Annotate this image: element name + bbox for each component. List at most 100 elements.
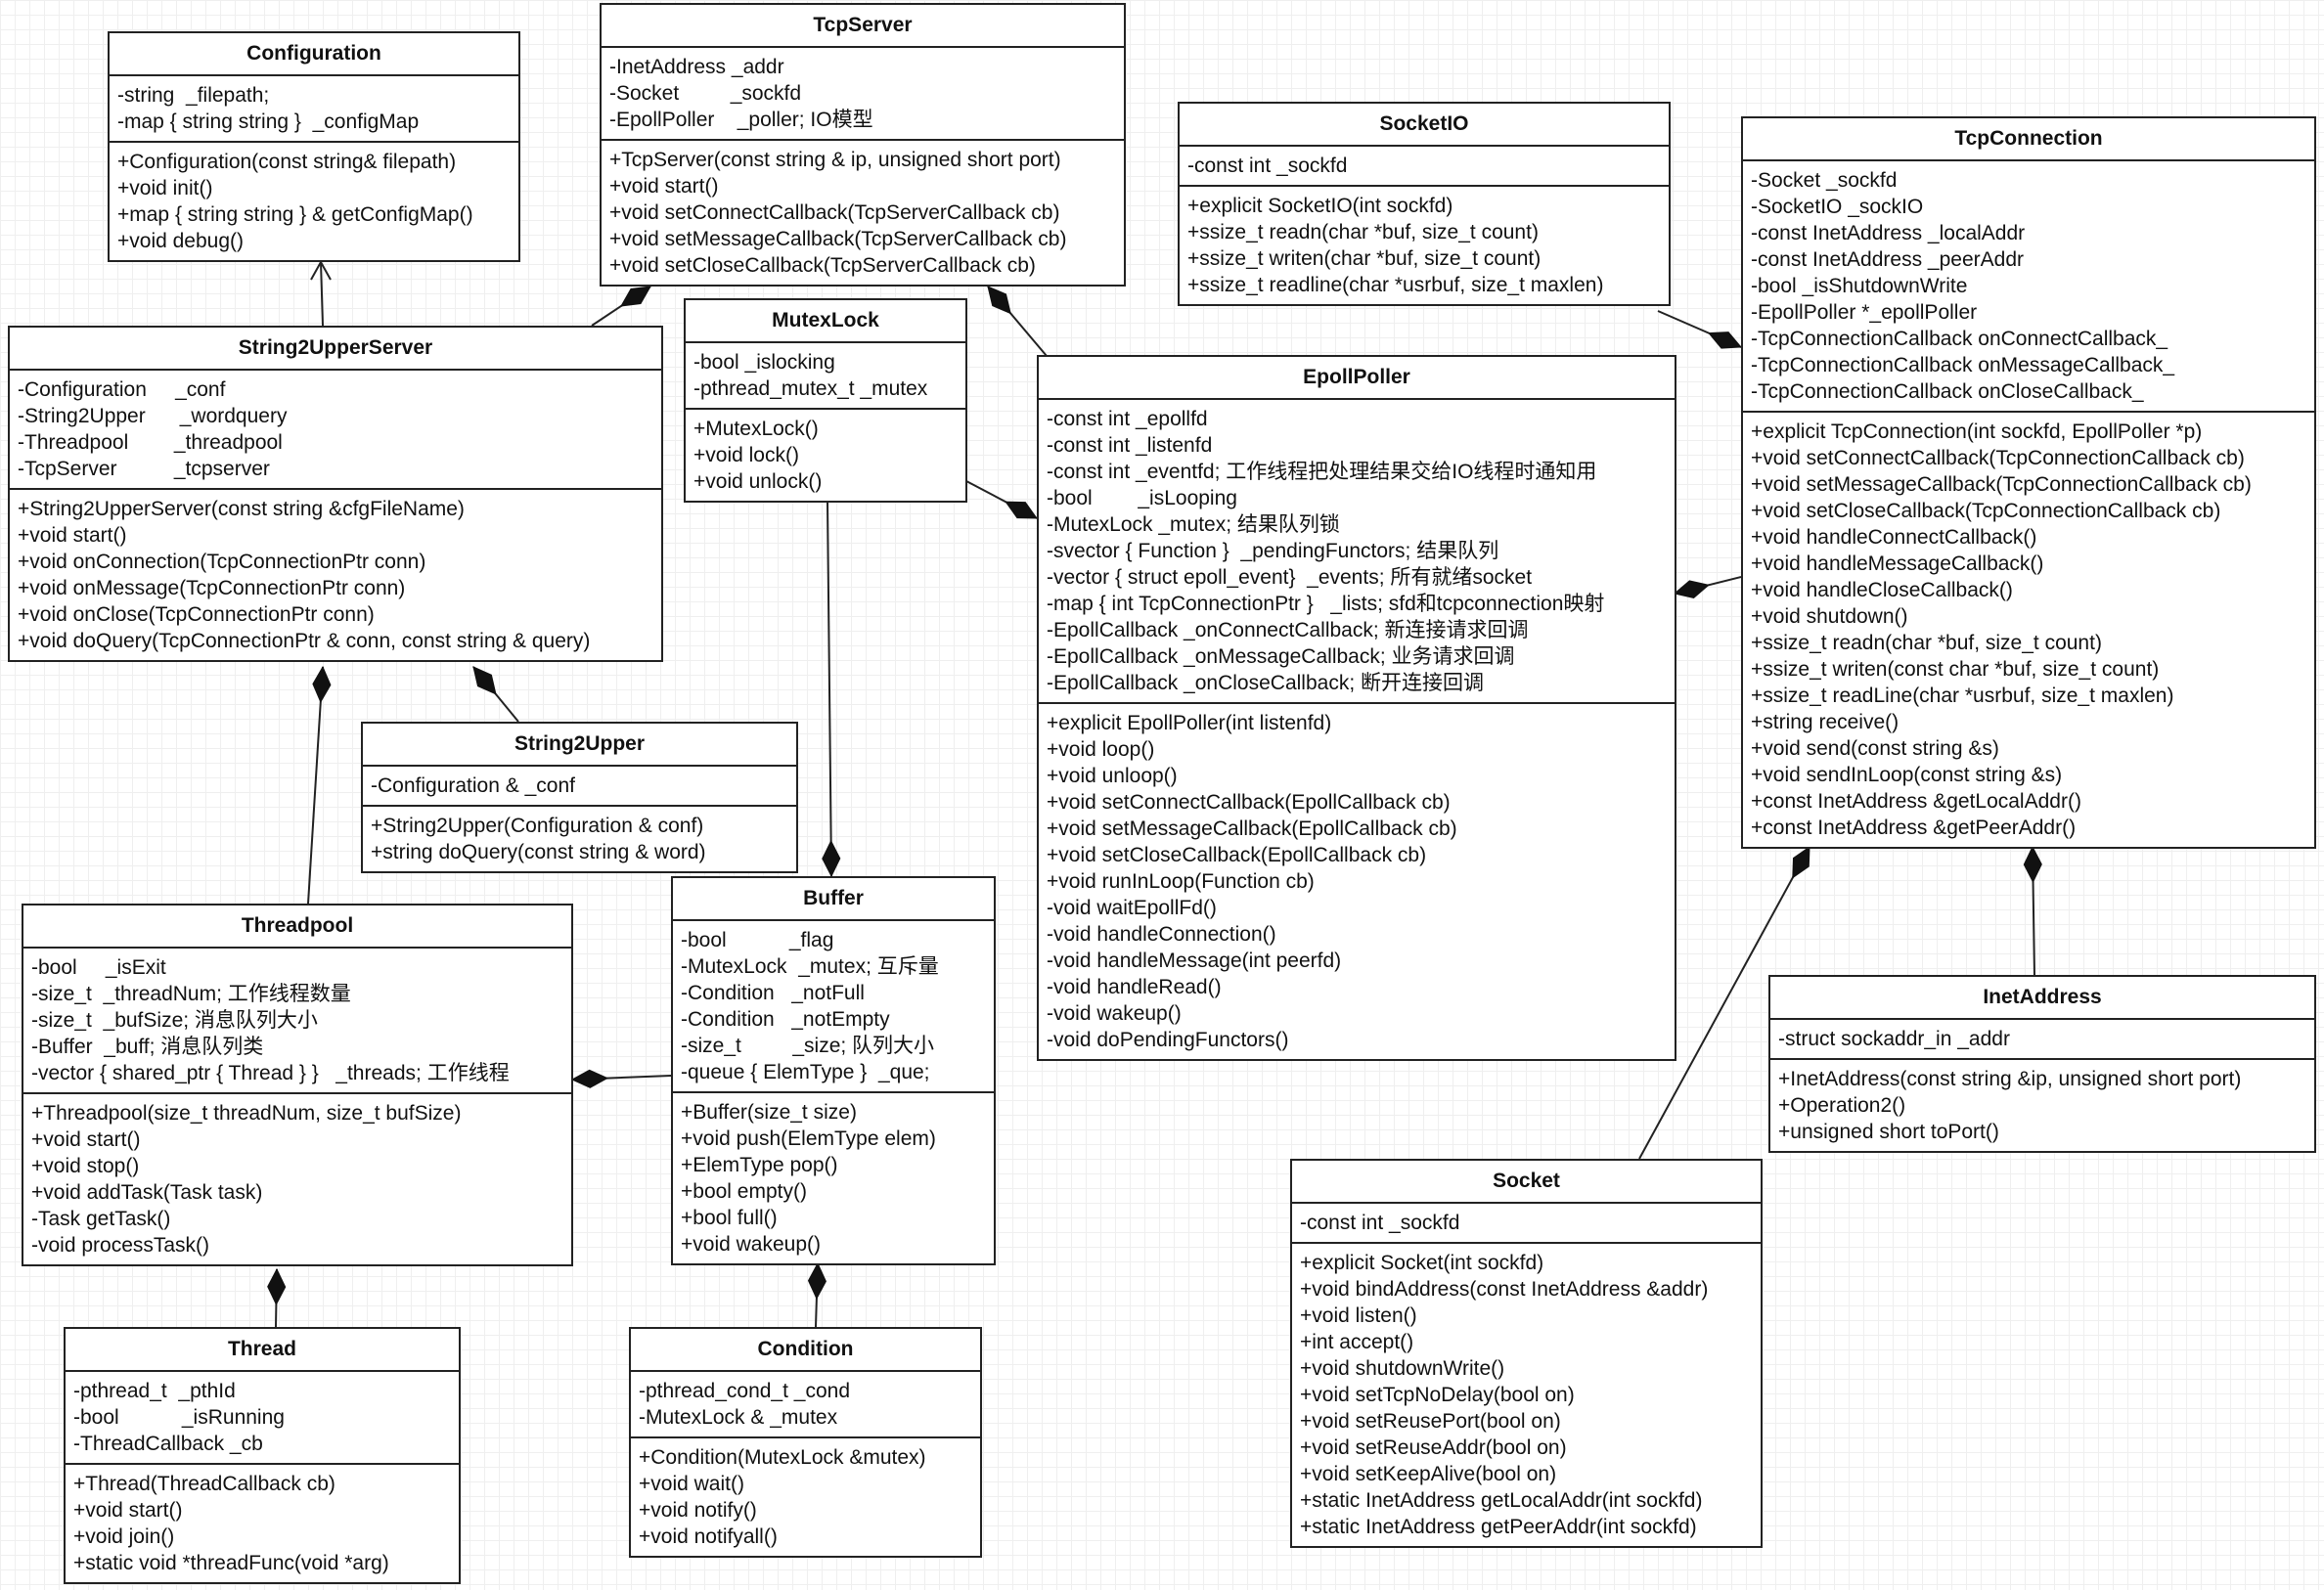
attribute-row: -InetAddress _addr [609,56,784,78]
connector-string2upperserver-threadpool [307,666,324,905]
operation-row: +void handleCloseCallback() [1751,579,2013,601]
operation-row: +void sendInLoop(const string &s) [1751,764,2063,786]
class-threadpool[interactable]: Threadpool-bool _isExit-size_t _threadNu… [22,904,573,1266]
attribute-row: -size_t _size; 队列大小 [681,1035,935,1057]
class-name: Socket [1292,1161,1761,1204]
operation-row: +void setReuseAddr(bool on) [1300,1436,1567,1459]
attribute-row: -Threadpool _threadpool [18,431,283,454]
class-tcpconnection[interactable]: TcpConnection-Socket _sockfd-SocketIO _s… [1741,116,2316,849]
class-attributes: -InetAddress _addr-Socket _sockfd-EpollP… [602,48,1124,141]
attribute-row: -Condition _notEmpty [681,1008,890,1031]
class-name: SocketIO [1180,104,1669,147]
class-name: TcpServer [602,5,1124,48]
class-name: Threadpool [23,905,571,949]
operation-row: +ssize_t readn(char *buf, size_t count) [1751,632,2102,654]
class-operations: +InetAddress(const string &ip, unsigned … [1770,1060,2314,1151]
operation-row: +explicit SocketIO(int sockfd) [1187,195,1453,217]
attribute-row: -Configuration _conf [18,378,226,401]
class-string2upperserver[interactable]: String2UpperServer-Configuration _conf-S… [8,326,663,662]
attribute-row: -TcpConnectionCallback onCloseCallback_ [1751,380,2144,403]
operation-row: +void shutdown() [1751,605,1908,628]
operation-row: +void setTcpNoDelay(bool on) [1300,1384,1575,1406]
class-operations: +explicit EpollPoller(int listenfd)+void… [1039,704,1675,1059]
attribute-row: -queue { ElemType } _que; [681,1061,930,1083]
attribute-row: -bool _isShutdownWrite [1751,275,1968,297]
operation-row: -void waitEpollFd() [1047,897,1217,919]
attribute-row: -pthread_t _pthId [73,1380,236,1402]
class-socket[interactable]: Socket-const int _sockfd+explicit Socket… [1290,1159,1763,1548]
attribute-row: -const int _listenfd [1047,434,1213,457]
operation-row: +void unlock() [693,470,823,493]
operation-row: +void addTask(Task task) [31,1181,263,1204]
operation-row: +void onClose(TcpConnectionPtr conn) [18,603,375,626]
operation-row: +void wait() [639,1473,744,1495]
operation-row: +static InetAddress getPeerAddr(int sock… [1300,1516,1697,1538]
operation-row: +void init() [117,177,213,199]
class-name: Configuration [110,33,518,76]
operation-row: +InetAddress(const string &ip, unsigned … [1778,1068,2242,1090]
operation-row: +Buffer(size_t size) [681,1101,857,1124]
class-name: String2Upper [363,724,796,767]
attribute-row: -MutexLock _mutex; 互斥量 [681,955,939,978]
operation-row: +Thread(ThreadCallback cb) [73,1473,335,1495]
composition-diamond-tcpserver-epollpoller [987,286,1011,315]
attribute-row: -EpollCallback _onMessageCallback; 业务请求回… [1047,645,1515,668]
class-configuration[interactable]: Configuration-string _filepath;-map { st… [108,31,520,262]
composition-diamond-tcpconnection-inetaddress [2023,845,2042,884]
class-attributes: -const int _epollfd-const int _listenfd-… [1039,400,1675,704]
attribute-row: -EpollCallback _onConnectCallback; 新连接请求… [1047,619,1529,641]
composition-diamond-tcpconnection-socketio [1707,331,1743,349]
class-operations: +MutexLock()+void lock()+void unlock() [686,410,965,501]
connector-buffer-mutexlock [827,501,832,877]
attribute-row: -const int _sockfd [1300,1212,1460,1234]
connector-string2upperserver-configuration [320,261,324,327]
operation-row: +Condition(MutexLock &mutex) [639,1446,926,1469]
operation-row: +bool empty() [681,1180,807,1203]
attribute-row: -Socket _sockfd [609,82,802,105]
operation-row: +string receive() [1751,711,1899,733]
attribute-row: -ThreadCallback _cb [73,1433,263,1455]
class-operations: +Condition(MutexLock &mutex) +void wait()… [631,1438,980,1556]
attribute-row: -Condition _notFull [681,982,865,1004]
attribute-row: -bool _islocking [693,351,835,374]
operation-row: +void setKeepAlive(bool on) [1300,1463,1557,1485]
class-mutexlock[interactable]: MutexLock-bool _islocking-pthread_mutex_… [684,298,967,503]
operation-row: +void setCloseCallback(EpollCallback cb) [1047,844,1427,866]
class-inetaddress[interactable]: InetAddress-struct sockaddr_in _addr+Ine… [1768,975,2316,1153]
attribute-row: -MutexLock & _mutex [639,1406,838,1429]
operation-row: +void setMessageCallback(TcpServerCallba… [609,228,1067,250]
composition-diamond-string2upperserver-tcpserver [620,286,651,307]
class-epollpoller[interactable]: EpollPoller-const int _epollfd-const int… [1037,355,1676,1061]
operation-row: +void setCloseCallback(TcpConnectionCall… [1751,500,2221,522]
attribute-row: -map { string string } _configMap [117,110,420,133]
operation-row: +void setMessageCallback(EpollCallback c… [1047,817,1457,840]
class-operations: +String2Upper(Configuration & conf)+stri… [363,807,796,871]
attribute-row: -Configuration & _conf [371,774,575,797]
class-operations: +Threadpool(size_t threadNum, size_t buf… [23,1094,571,1264]
operation-row: +void debug() [117,230,245,252]
class-thread[interactable]: Thread-pthread_t _pthId-bool _isRunning-… [64,1327,461,1584]
operation-row: +void setReusePort(bool on) [1300,1410,1561,1433]
operation-row: +void start() [609,175,719,198]
operation-row: +ssize_t readline(char *usrbuf, size_t m… [1187,274,1604,296]
class-attributes: -Socket _sockfd-SocketIO _sockIO-const I… [1743,161,2314,413]
attribute-row: -bool _isLooping [1047,487,1237,509]
operation-row: +void listen() [1300,1304,1417,1327]
operation-row: +static InetAddress getLocalAddr(int soc… [1300,1489,1703,1512]
connector-tcpconnection-socket [1638,846,1810,1160]
operation-row: +void push(ElemType elem) [681,1127,936,1150]
class-condition[interactable]: Condition-pthread_cond_t _cond-MutexLock… [629,1327,982,1558]
composition-diamond-threadpool-thread [267,1267,287,1306]
class-string2upper[interactable]: String2Upper -Configuration & _conf +Strin… [361,722,798,873]
class-buffer[interactable]: Buffer-bool _flag-MutexLock _mutex; 互斥量-… [671,876,996,1265]
attribute-row: -SocketIO _sockIO [1751,196,1924,218]
attribute-row: -map { int TcpConnectionPtr } _lists; sf… [1047,593,1605,615]
operation-row: +void send(const string &s) [1751,737,1999,760]
attribute-row: -Socket _sockfd [1751,169,1898,192]
class-tcpserver[interactable]: TcpServer -InetAddress _addr -Socket _sock… [600,3,1126,287]
composition-diamond-epollpoller-tcpconnection [1673,580,1710,598]
composition-diamond-threadpool-buffer [570,1069,609,1088]
class-operations: +TcpServer(const string & ip, unsigned s… [602,141,1124,285]
class-socketio[interactable]: SocketIO-const int _sockfd+explicit Sock… [1178,102,1671,306]
